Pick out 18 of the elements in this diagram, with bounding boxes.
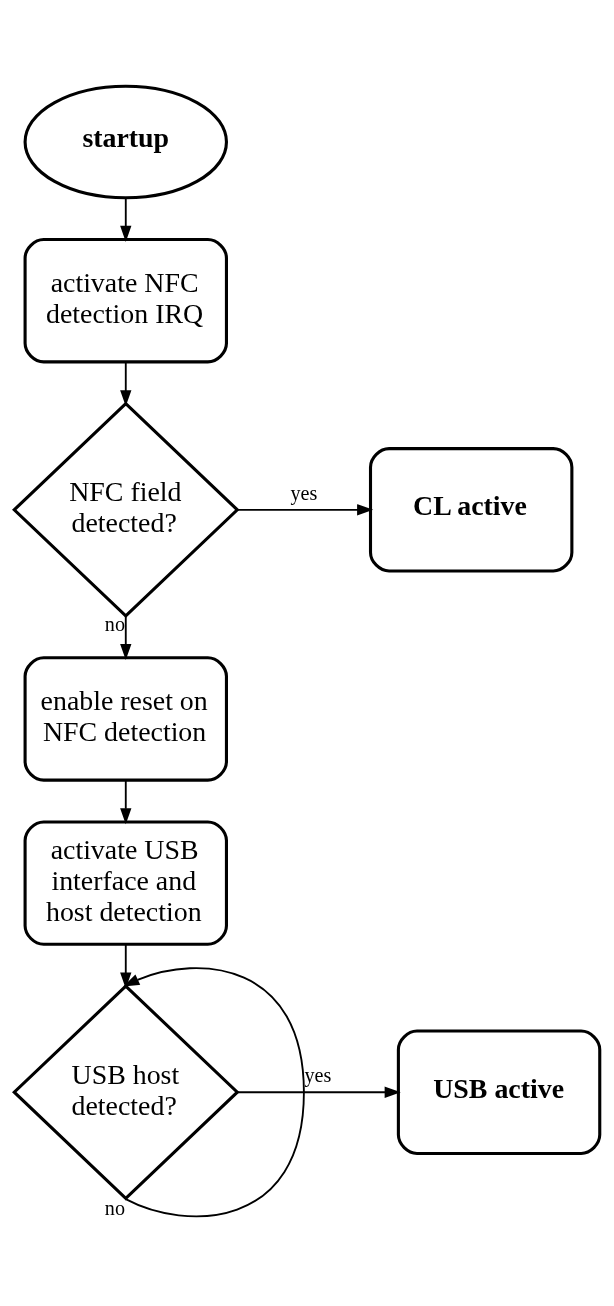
edge-label: yes	[304, 1063, 332, 1086]
node-ellipse: startup	[23, 84, 228, 199]
node-box: enable reset on NFC detection	[23, 655, 228, 782]
arrow	[120, 943, 132, 989]
edge-label: yes	[290, 481, 318, 504]
node-box: activate USB interface and host detection	[23, 819, 228, 946]
node-box: USB active	[396, 1029, 602, 1155]
arrow	[120, 361, 132, 406]
node-box: CL active	[368, 446, 574, 573]
arrow	[236, 503, 374, 515]
node-diamond: NFC field detected?	[12, 401, 240, 618]
arrow	[236, 1086, 401, 1098]
node-box: activate NFC detection IRQ	[23, 237, 228, 363]
arrow	[123, 966, 305, 1217]
arrow	[120, 779, 132, 824]
arrow	[120, 614, 132, 660]
node-diamond: USB host detected?	[12, 983, 240, 1200]
arrow	[120, 196, 132, 242]
